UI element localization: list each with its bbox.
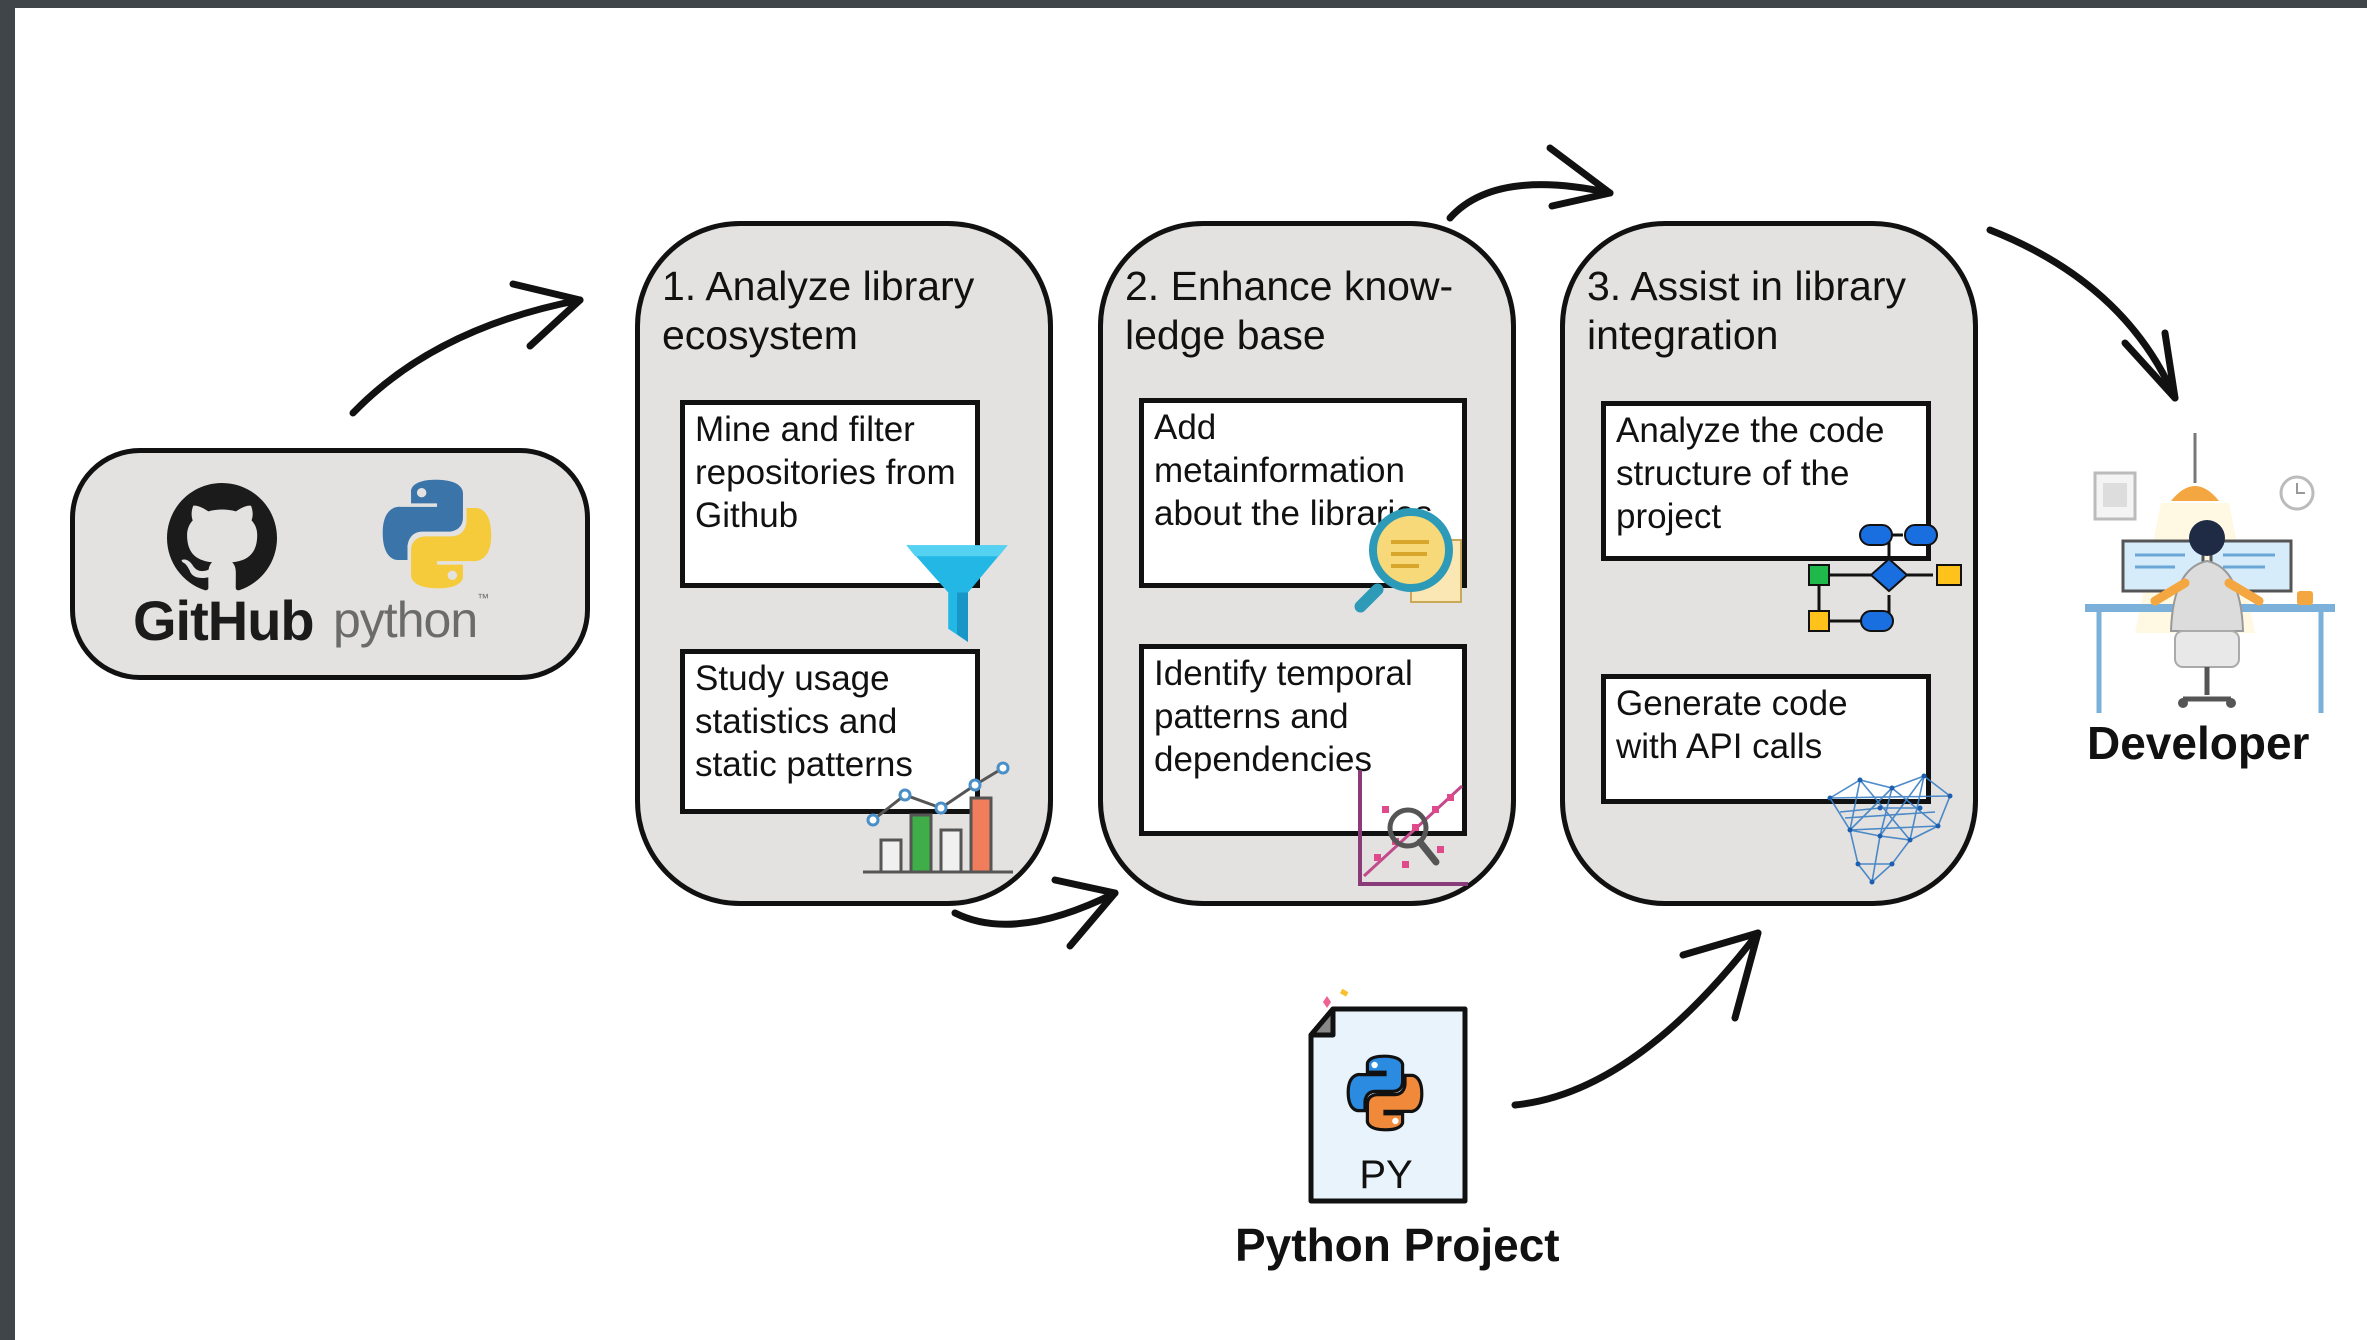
sources-box: GitHub python™ xyxy=(70,448,590,680)
developer-label: Developer xyxy=(2087,717,2310,769)
python-logo-icon xyxy=(382,479,492,589)
bar-chart-icon xyxy=(863,761,1013,874)
scatter-analysis-icon xyxy=(1358,770,1468,886)
flow-arrows xyxy=(349,144,2179,1109)
arrow-stage3-to-developer-head xyxy=(2121,329,2179,402)
github-logo-text: GitHub xyxy=(133,589,315,652)
python-file-badge: PY xyxy=(1359,1153,1413,1197)
arrow-sources-to-stage1-head xyxy=(509,280,584,350)
sparkle-icon xyxy=(1323,988,1349,1008)
arrow-stage1-to-stage2-head xyxy=(1051,876,1119,950)
diagram-canvas: GitHub python™ 1. Analyze library ecosys… xyxy=(15,8,2367,1340)
arrow-stage3-to-developer xyxy=(1986,226,2179,402)
stage-2-title: 2. Enhance know-ledge base xyxy=(1125,263,1454,358)
arrow-sources-to-stage1 xyxy=(349,296,584,417)
arrow-project-to-stage3-head xyxy=(1679,929,1762,1022)
arrow-project-to-stage3 xyxy=(1511,929,1762,1109)
stage-1-title: 1. Analyze library ecosystem xyxy=(662,263,975,358)
step-temporal-patterns: Identify temporal patterns and dependenc… xyxy=(1139,644,1467,836)
python-project-file: PY xyxy=(1295,993,1477,1213)
python-logo-text: python™ xyxy=(333,591,489,648)
step-usage-statistics: Study usage statistics and static patter… xyxy=(680,649,980,814)
arrow-stage1-to-stage2 xyxy=(951,889,1119,928)
network-mesh-icon xyxy=(1827,773,1953,885)
python-file-icon xyxy=(1308,1006,1468,1204)
arrow-stage2-to-stage3-head xyxy=(1546,144,1614,210)
flowchart-icon xyxy=(1808,524,1962,632)
python-project-label: Python Project xyxy=(1235,1219,1560,1271)
funnel-icon xyxy=(906,545,1008,642)
magnifier-document-icon xyxy=(1354,508,1462,613)
stage-3-title: 3. Assist in library integration xyxy=(1587,263,1906,358)
step-generate-api-code: Generate code with API calls xyxy=(1601,674,1931,804)
arrow-stage2-to-stage3 xyxy=(1446,181,1614,222)
developer-at-desk-icon xyxy=(2085,433,2335,713)
github-octocat-icon xyxy=(167,483,277,591)
